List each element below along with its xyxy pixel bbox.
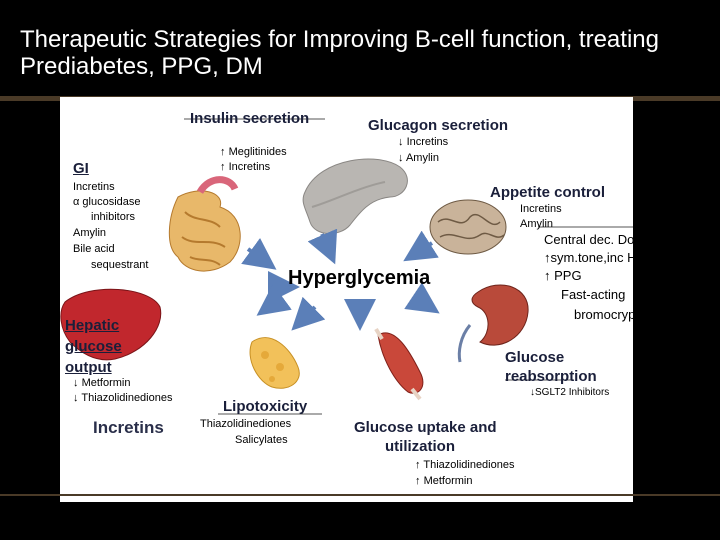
glucose-reabsorption-heading-line1: Glucose	[505, 349, 565, 366]
muscle-icon	[374, 327, 424, 401]
pointer-arrows	[241, 228, 440, 331]
central-dopa-heading: Central dec. Dopa	[544, 232, 633, 247]
hepatic-item-tzd: ↓ Thiazolidinediones	[73, 392, 173, 404]
insulin-secretion-heading: Insulin secretion	[190, 110, 310, 127]
slide-title: Therapeutic Strategies for Improving B-c…	[20, 26, 659, 80]
gi-item: Incretins	[73, 181, 115, 193]
arrow-up-icon: ↑	[415, 459, 421, 471]
uptake-item-tzd: ↑ Thiazolidinediones	[415, 459, 515, 471]
glucagon-item-incretins: ↓ Incretins	[398, 136, 449, 148]
hepatic-heading-line2: glucose	[65, 338, 122, 355]
appetite-control-heading: Appetite control	[490, 184, 605, 201]
gi-item: Bile acid	[73, 243, 115, 255]
diagram-panel: Insulin secretion ↑ Meglitinides ↑ Incre…	[60, 97, 633, 502]
incretins-callout: Incretins	[93, 418, 164, 437]
central-dopa-item: bromocryptine	[574, 307, 633, 322]
lipotoxicity-item: Salicylates	[235, 434, 288, 446]
insulin-item-incretins: ↑ Incretins	[220, 161, 271, 173]
arrow-down-icon: ↓	[73, 377, 79, 389]
appetite-item: Incretins	[520, 203, 562, 215]
organ-illustrations	[60, 118, 633, 415]
arrow-down-icon: ↓	[73, 392, 79, 404]
appetite-item: Amylin	[520, 218, 554, 230]
glucose-uptake-heading-line2: utilization	[385, 438, 455, 455]
gi-heading: GI	[73, 160, 89, 177]
kidney-icon	[457, 284, 529, 363]
gi-item: Amylin	[73, 227, 107, 239]
gi-item: α glucosidase	[73, 196, 141, 208]
gi-item: sequestrant	[91, 259, 149, 271]
lipotoxicity-item: Thiazolidinediones	[200, 418, 292, 430]
reabsorption-item-sglt2: ↓SGLT2 Inhibitors	[530, 387, 610, 398]
arrow-up-icon: ↑	[415, 475, 421, 487]
hepatic-heading-line1: Hepatic	[65, 317, 120, 334]
gi-item: inhibitors	[91, 211, 136, 223]
glucose-reabsorption-heading-line2: reabsorption	[505, 368, 597, 385]
arrow-up-icon: ↑	[220, 146, 226, 158]
central-dopa-item: Fast-acting	[561, 287, 626, 302]
arrow-up-icon: ↑	[220, 161, 226, 173]
hepatic-item-metformin: ↓ Metformin	[73, 377, 131, 389]
brain-icon	[429, 199, 507, 255]
central-dopa-item: ↑ PPG	[544, 268, 582, 283]
intestine-icon	[168, 176, 241, 272]
glucagon-secretion-heading: Glucagon secretion	[368, 117, 509, 134]
center-label-hyperglycemia: Hyperglycemia	[288, 267, 431, 289]
heading-rules	[184, 118, 633, 415]
liver-icon	[60, 288, 162, 361]
bottom-divider	[0, 494, 720, 496]
central-dopa-item: ↑sym.tone,inc HGP,	[544, 250, 633, 265]
lipotoxicity-heading: Lipotoxicity	[223, 398, 308, 415]
insulin-item-meglitinides: ↑ Meglitinides	[220, 146, 287, 158]
pancreas-icon	[302, 158, 408, 235]
arrow-up-icon: ↑	[544, 250, 551, 265]
arrow-down-icon: ↓	[398, 152, 404, 164]
arrow-up-icon: ↑	[544, 268, 551, 283]
arrow-down-icon: ↓	[398, 136, 404, 148]
glucagon-item-amylin: ↓ Amylin	[398, 152, 439, 164]
hepatic-heading-line3: output	[65, 359, 112, 376]
uptake-item-metformin: ↑ Metformin	[415, 475, 473, 487]
adipose-icon	[249, 337, 300, 389]
glucose-uptake-heading-line1: Glucose uptake and	[354, 419, 497, 436]
arrow-down-icon: ↓	[530, 387, 535, 398]
